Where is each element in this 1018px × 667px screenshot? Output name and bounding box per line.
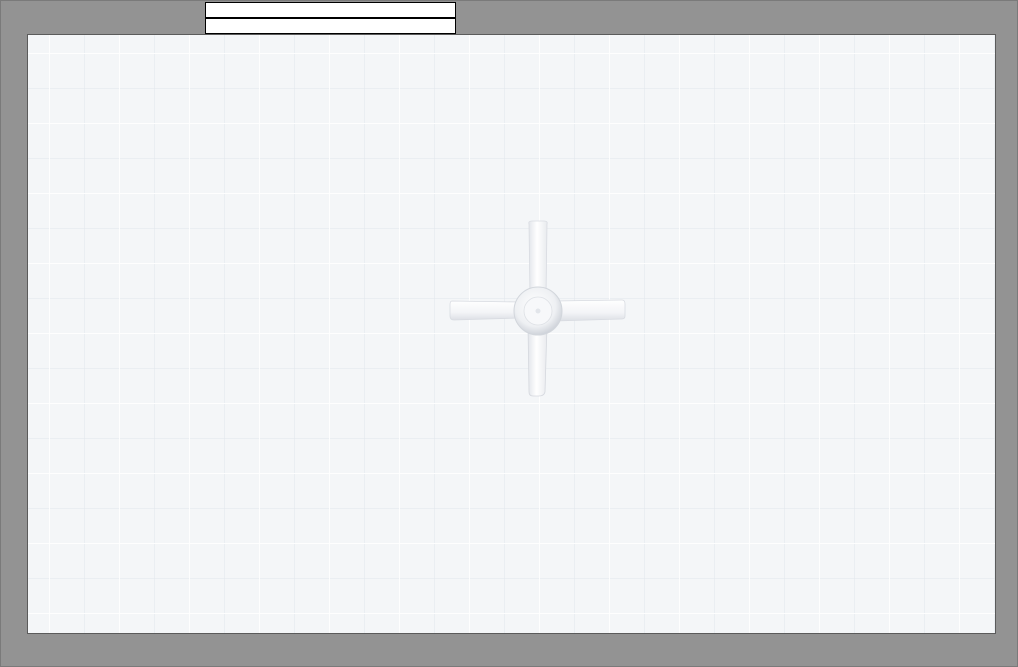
title-field-top[interactable]: [205, 2, 456, 18]
fan-blade-left: [449, 300, 521, 321]
fan-hub-center: [535, 308, 541, 314]
ceiling-fan[interactable]: [449, 220, 626, 397]
3d-viewport[interactable]: [27, 34, 996, 634]
scene-canvas[interactable]: [28, 35, 995, 633]
floor-grid: [28, 35, 995, 633]
title-field-bottom[interactable]: [205, 18, 456, 34]
fan-blade-top: [528, 220, 548, 298]
title-field-group: [205, 1, 458, 34]
fan-blade-right: [555, 299, 626, 322]
fan-blade-bottom: [527, 324, 548, 397]
